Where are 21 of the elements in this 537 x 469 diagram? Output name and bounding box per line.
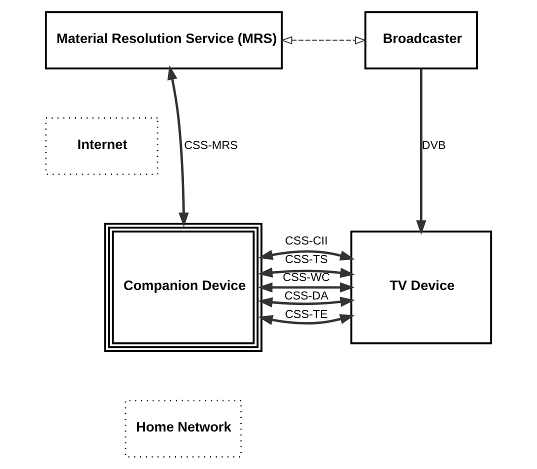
node-box: Internet bbox=[45, 117, 158, 176]
edge-label: DVB bbox=[422, 139, 446, 152]
node-box: TV Device bbox=[350, 230, 492, 344]
node-box: Material Resolution Service (MRS) bbox=[44, 11, 283, 70]
arrow bbox=[258, 296, 355, 308]
edge-label: CSS-WC bbox=[282, 271, 330, 284]
arrow bbox=[416, 68, 426, 235]
arrow bbox=[167, 65, 189, 228]
edge-label: CSS-CII bbox=[285, 234, 328, 248]
edge-label: CSS-TE bbox=[285, 308, 328, 322]
arrow bbox=[258, 267, 355, 278]
node-box: Companion Device bbox=[104, 222, 262, 352]
edge-label: CSS-TS bbox=[285, 252, 328, 266]
arrow bbox=[280, 36, 367, 44]
node-box: Broadcaster bbox=[364, 11, 478, 70]
node-box: Home Network bbox=[124, 400, 242, 458]
edge-label: CSS-MRS bbox=[184, 139, 238, 152]
arrow bbox=[258, 282, 355, 293]
arrow bbox=[258, 314, 355, 325]
arrow bbox=[258, 250, 355, 260]
edge-label: CSS-DA bbox=[284, 290, 328, 303]
